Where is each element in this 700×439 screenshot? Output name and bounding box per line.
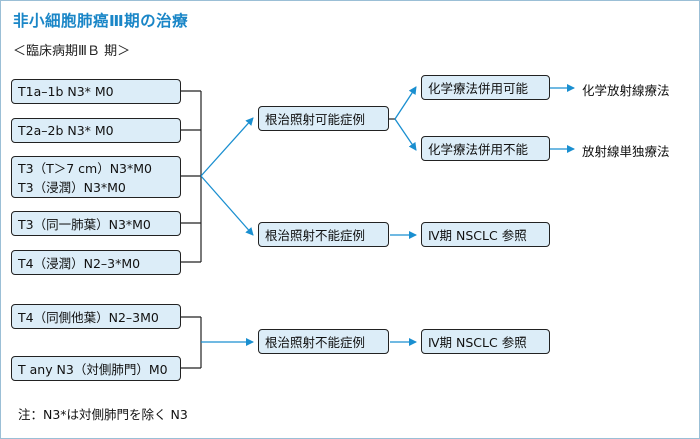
stage-box-t4-invasion: T4（浸潤）N2–3*M0	[11, 250, 181, 275]
chemo-possible-box: 化学療法併用可能	[421, 75, 550, 100]
radical-impossible-box-1: 根治照射不能症例	[258, 222, 389, 247]
stage-label: T4（同側他葉）N2–3M0	[18, 310, 159, 325]
stage-label: T3（浸潤）N3*M0	[18, 180, 126, 195]
stage-box-t1: T1a–1b N3* M0	[11, 79, 181, 104]
stage-box-t3: T3（T＞7 cm）N3*M0 T3（浸潤）N3*M0	[11, 156, 181, 198]
decision-label: 化学療法併用不能	[428, 142, 529, 157]
outcome-radiation-only: 放射線単独療法	[582, 144, 670, 159]
stage-label: T2a–2b N3* M0	[18, 123, 114, 138]
stage-box-tany-n3: T any N3（対側肺門）M0	[11, 356, 181, 381]
decision-label: 根治照射不能症例	[265, 335, 366, 350]
stage-subtitle: ＜臨床病期ⅢＢ 期＞	[13, 44, 131, 59]
stage4-reference-box-2: Ⅳ期 NSCLC 参照	[421, 329, 550, 354]
stage-label: T any N3（対側肺門）M0	[18, 362, 168, 377]
decision-label: 根治照射不能症例	[265, 228, 366, 243]
decision-label: 根治照射可能症例	[265, 112, 366, 127]
diagram-title: 非小細胞肺癌Ⅲ期の治療	[13, 12, 189, 30]
decision-label: 化学療法併用可能	[428, 81, 529, 96]
reference-label: Ⅳ期 NSCLC 参照	[428, 228, 527, 243]
stage-label: T4（浸潤）N2–3*M0	[18, 256, 141, 271]
stage-label: T3（同一肺葉）N3*M0	[18, 217, 151, 232]
outcome-chemoradiation: 化学放射線療法	[582, 83, 670, 98]
chemo-impossible-box: 化学療法併用不能	[421, 136, 550, 161]
stage4-reference-box-1: Ⅳ期 NSCLC 参照	[421, 222, 550, 247]
stage-box-t3-same-lobe: T3（同一肺葉）N3*M0	[11, 211, 181, 236]
radical-impossible-box-2: 根治照射不能症例	[258, 329, 389, 354]
stage-box-t2: T2a–2b N3* M0	[11, 118, 181, 143]
stage-box-t4-other-lobe: T4（同側他葉）N2–3M0	[11, 304, 181, 329]
reference-label: Ⅳ期 NSCLC 参照	[428, 335, 527, 350]
footnote: 注：N3*は対側肺門を除く N3	[18, 407, 188, 422]
radical-possible-box: 根治照射可能症例	[258, 106, 389, 131]
stage-label: T3（T＞7 cm）N3*M0	[18, 161, 152, 176]
stage-label: T1a–1b N3* M0	[18, 84, 114, 99]
